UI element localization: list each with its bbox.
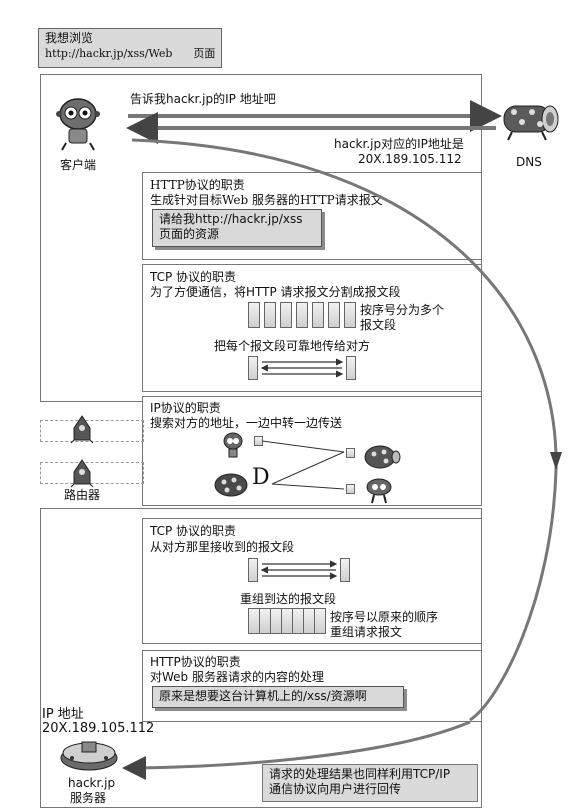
client-robot-icon <box>54 94 102 152</box>
http-server-message-text: 原来是想要这台计算机上的/xss/资源啊 <box>159 689 367 703</box>
tcp-server-desc: 从对方那里接收到的报文段 <box>150 540 295 554</box>
server-name: hackr.jp <box>68 776 116 790</box>
server-machine-icon <box>58 738 120 772</box>
server-ip-value: 20X.189.105.112 <box>42 721 155 736</box>
tcp-server-note-line1: 按序号以原来的顺序 <box>330 610 439 624</box>
ip-packet-3 <box>346 484 355 494</box>
dns-robot-small-icon <box>362 442 402 470</box>
router-icon-1 <box>70 414 94 444</box>
request-line1: 我想浏览 <box>45 31 94 45</box>
segment <box>312 302 324 328</box>
tcp-client-note2: 把每个报文段可靠地传给对方 <box>214 339 371 353</box>
dns-label: DNS <box>516 155 542 169</box>
tcp-server-title: TCP 协议的职责 <box>150 524 237 538</box>
router-label: 路由器 <box>64 488 101 502</box>
tcp-segments-split <box>248 302 358 332</box>
tcp-client-desc: 为了方便通信，将HTTP 请求报文分割成报文段 <box>150 285 401 299</box>
ip-title: IP协议的职责 <box>150 401 221 415</box>
segment <box>296 302 308 328</box>
request-bubble: 我想浏览 http://hackr.jp/xss/Web 页面 <box>38 28 222 68</box>
ip-desc: 搜索对方的地址，一边中转一边传送 <box>150 416 343 430</box>
result-message: 请求的处理结果也同样利用TCP/IP 通信协议向用户进行回传 <box>262 764 478 802</box>
tcp-reassembled-segments <box>248 608 328 638</box>
request-url: http://hackr.jp/xss/Web <box>45 47 173 60</box>
tcp-recv-segment-left <box>248 558 258 582</box>
result-line2: 通信协议向用户进行回传 <box>269 782 402 796</box>
server-label: 服务器 <box>70 791 107 805</box>
tcp-client-note-line1: 按序号分为多个 <box>360 303 445 317</box>
http-request-line1: 请给我http://hackr.jp/xss <box>159 212 303 226</box>
http-client-title: HTTP协议的职责 <box>150 178 245 192</box>
tcp-client-title: TCP 协议的职责 <box>150 270 237 284</box>
target-robot-icon <box>364 478 394 504</box>
tcp-send-segment-right <box>346 356 356 380</box>
segment <box>248 302 260 328</box>
router-icon-2 <box>70 458 94 488</box>
http-server-desc: 对Web 服务器请求的内容的处理 <box>150 670 324 684</box>
ladybug-robot-icon <box>212 470 250 498</box>
ip-letter: D <box>252 465 270 490</box>
tcp-recv-segment-right <box>340 558 350 582</box>
server-ip-label: IP 地址 <box>42 707 84 722</box>
segment <box>280 302 292 328</box>
small-robot-icon <box>222 432 244 460</box>
ask-dns-text: 告诉我hackr.jp的IP 地址吧 <box>130 92 276 106</box>
dns-server-icon <box>498 100 562 142</box>
http-request-line2: 页面的资源 <box>159 227 220 241</box>
dns-reply-line1: hackr.jp对应的IP地址是 <box>334 137 464 151</box>
segment <box>328 302 340 328</box>
client-label: 客户端 <box>60 158 97 172</box>
http-server-title: HTTP协议的职责 <box>150 655 241 669</box>
segment <box>264 302 276 328</box>
segment <box>314 608 326 634</box>
http-client-desc: 生成针对目标Web 服务器的HTTP请求报文 <box>150 193 383 207</box>
http-server-message: 原来是想要这台计算机上的/xss/资源啊 <box>152 686 404 708</box>
tcp-server-reassemble: 重组到达的报文段 <box>240 592 337 606</box>
result-line1: 请求的处理结果也同样利用TCP/IP <box>269 767 451 781</box>
dns-reply-line2: 20X.189.105.112 <box>358 152 462 166</box>
tcp-client-note-line2: 报文段 <box>360 318 397 332</box>
segment <box>344 302 356 328</box>
http-request-message: 请给我http://hackr.jp/xss 页面的资源 <box>152 209 322 247</box>
ip-packet-1 <box>254 436 263 446</box>
request-line3: 页面 <box>193 47 216 60</box>
tcp-server-note-line2: 重组请求报文 <box>330 625 403 639</box>
ip-packet-2 <box>346 448 355 458</box>
tcp-send-segment-left <box>248 356 258 380</box>
